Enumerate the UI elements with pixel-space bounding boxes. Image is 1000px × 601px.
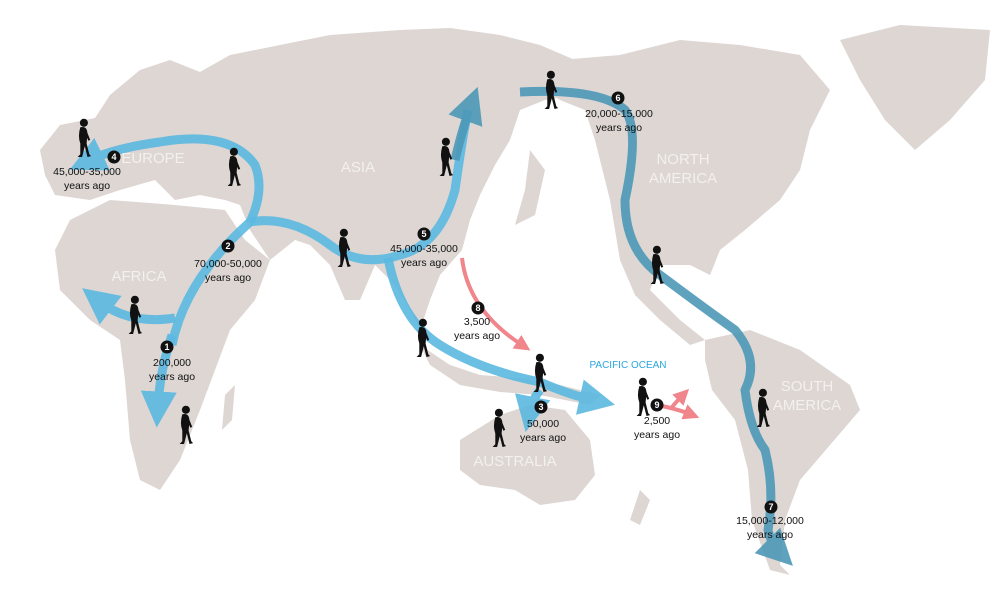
milestone-suffix: years ago [634, 429, 680, 441]
milestone-date: 20,000-15,000 [585, 108, 653, 120]
north-america [520, 40, 830, 345]
label-north-america-2: AMERICA [649, 170, 717, 187]
milestone-date: 45,000-35,000 [53, 166, 121, 178]
milestone-4: 4 45,000-35,000 years ago [53, 150, 121, 192]
milestone-suffix: years ago [520, 432, 566, 444]
milestone-date: 200,000 [153, 357, 191, 369]
milestone-8: 8 3,500 years ago [454, 301, 500, 342]
milestone-suffix: years ago [149, 371, 195, 383]
milestone-number: 5 [421, 229, 426, 239]
milestone-date: 3,500 [464, 316, 490, 328]
label-africa: AFRICA [111, 268, 166, 285]
milestone-date: 50,000 [527, 418, 559, 430]
milestone-suffix: years ago [747, 529, 793, 541]
milestone-date: 70,000-50,000 [194, 258, 262, 270]
milestone-1: 1 200,000 years ago [149, 340, 195, 383]
milestone-suffix: years ago [64, 180, 110, 192]
label-north-america-1: NORTH [656, 151, 709, 168]
milestone-number: 1 [164, 342, 169, 352]
milestones: 1 200,000 years ago 2 70,000-50,000 year… [53, 91, 804, 541]
label-pacific-ocean: PACIFIC OCEAN [589, 360, 666, 371]
label-europe: EUROPE [121, 150, 184, 167]
milestone-5: 5 45,000-35,000 years ago [390, 227, 458, 269]
milestone-suffix: years ago [401, 257, 447, 269]
milestone-2: 2 70,000-50,000 years ago [194, 239, 262, 284]
milestone-date: 15,000-12,000 [736, 515, 804, 527]
route-australia [515, 387, 551, 433]
milestone-3: 3 50,000 years ago [520, 400, 566, 444]
label-south-america-1: SOUTH [781, 378, 834, 395]
milestone-number: 4 [111, 152, 116, 162]
route-americas [519, 86, 793, 566]
greenland [840, 25, 990, 150]
milestone-number: 6 [615, 93, 620, 103]
milestone-date: 2,500 [644, 415, 670, 427]
route-north-asia-arrow [448, 86, 483, 162]
milestone-7: 7 15,000-12,000 years ago [736, 500, 804, 541]
route-out-of-africa [167, 218, 253, 346]
milestone-suffix: years ago [454, 330, 500, 342]
landmasses [40, 25, 990, 575]
milestone-number: 2 [225, 241, 230, 251]
japan [515, 150, 545, 225]
milestone-6: 6 20,000-15,000 years ago [585, 91, 653, 134]
milestone-number: 8 [475, 303, 480, 313]
milestone-suffix: years ago [596, 122, 642, 134]
new-zealand [630, 490, 650, 525]
route-austronesian-9b [670, 388, 690, 409]
milestone-suffix: years ago [205, 272, 251, 284]
milestone-number: 7 [768, 502, 773, 512]
label-south-america-2: AMERICA [773, 397, 841, 414]
milestone-number: 3 [538, 402, 543, 412]
human-walker-silhouette-icon [636, 377, 651, 416]
madagascar [222, 385, 235, 430]
route-southeast-asia [383, 257, 615, 415]
region-labels: EUROPE ASIA AFRICA NORTH AMERICA SOUTH A… [111, 150, 841, 470]
label-asia: ASIA [341, 159, 375, 176]
route-europe [69, 134, 264, 224]
milestone-date: 45,000-35,000 [390, 243, 458, 255]
australia [460, 405, 595, 505]
milestone-9: 9 2,500 years ago [634, 398, 680, 441]
milestone-number: 9 [654, 400, 659, 410]
label-australia: AUSTRALIA [473, 453, 556, 470]
